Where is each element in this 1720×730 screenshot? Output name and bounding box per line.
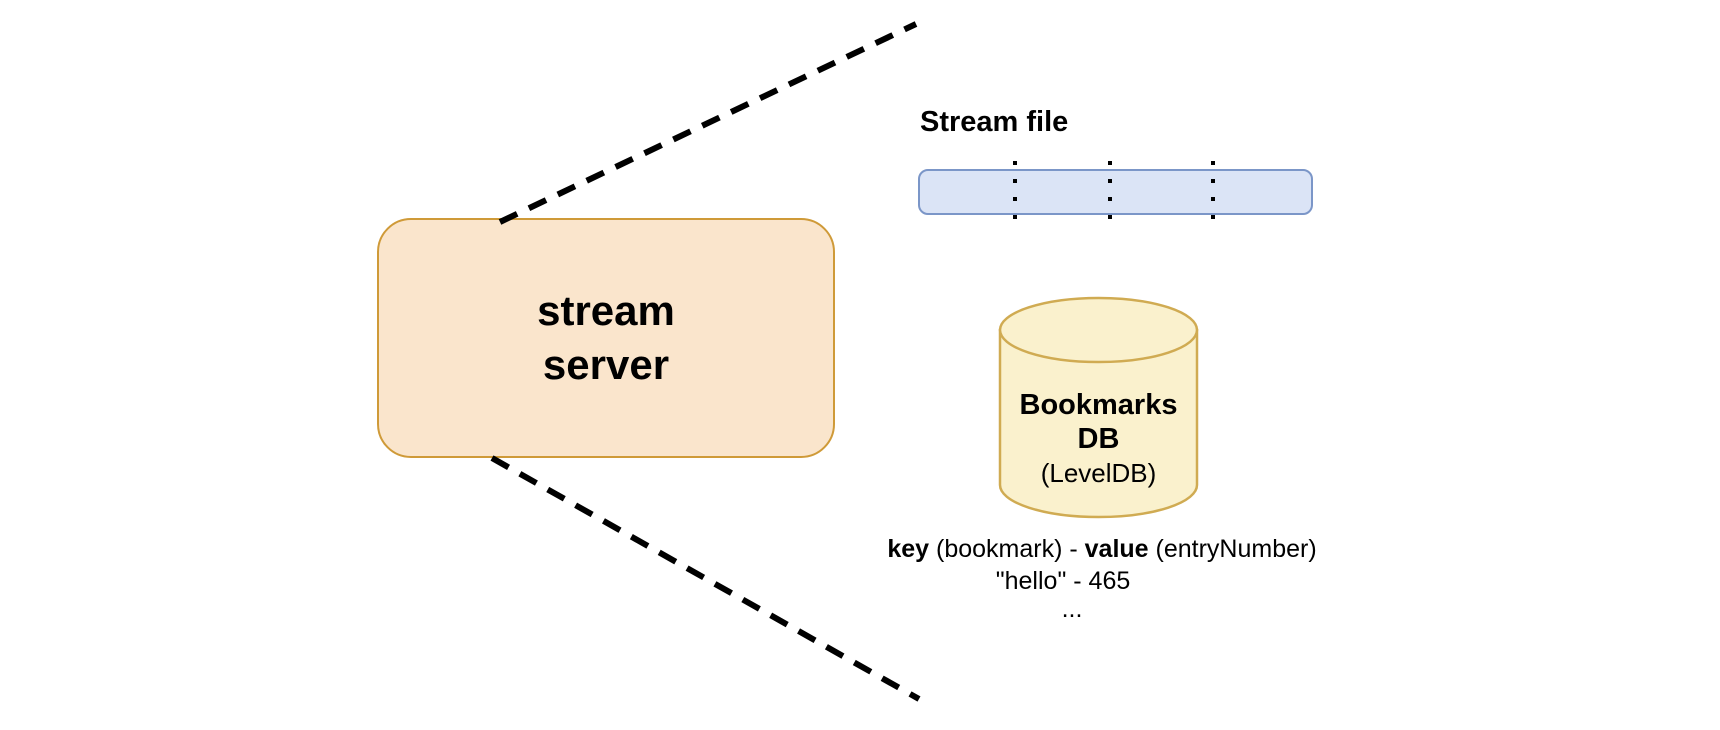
bookmarks-db-name-line1: Bookmarks xyxy=(1019,389,1178,421)
lower-dashed-connector xyxy=(490,455,921,702)
kv-note-schema-line: key (bookmark) - value (entryNumber) xyxy=(887,536,1316,562)
kv-value-label: value xyxy=(1084,535,1149,563)
kv-key-label: key xyxy=(887,535,930,563)
kv-note-example-line: "hello" - 465 xyxy=(995,567,1131,595)
stream-file-title: Stream file xyxy=(920,106,1069,138)
stream-server-label-line2: server xyxy=(542,341,670,388)
bookmarks-db-label: Bookmarks DB (LevelDB) xyxy=(1000,388,1197,490)
stream-file-bar xyxy=(918,169,1313,215)
stream-server-node: stream server xyxy=(377,218,835,458)
bookmarks-db-subtitle: (LevelDB) xyxy=(1040,458,1157,488)
stream-file-divider-1 xyxy=(1013,161,1017,225)
cylinder-top xyxy=(998,296,1199,364)
upper-dashed-connector xyxy=(498,21,918,225)
bookmarks-db-name-line2: DB xyxy=(1077,423,1120,455)
stream-file-divider-2 xyxy=(1108,161,1112,225)
kv-note-ellipsis: ... xyxy=(1061,595,1083,623)
stream-server-label: stream server xyxy=(537,284,675,392)
stream-server-label-line1: stream xyxy=(537,287,675,334)
kv-key-desc: (bookmark) - xyxy=(929,535,1085,563)
stream-file-divider-3 xyxy=(1211,161,1215,225)
kv-value-desc: (entryNumber) xyxy=(1148,535,1317,563)
